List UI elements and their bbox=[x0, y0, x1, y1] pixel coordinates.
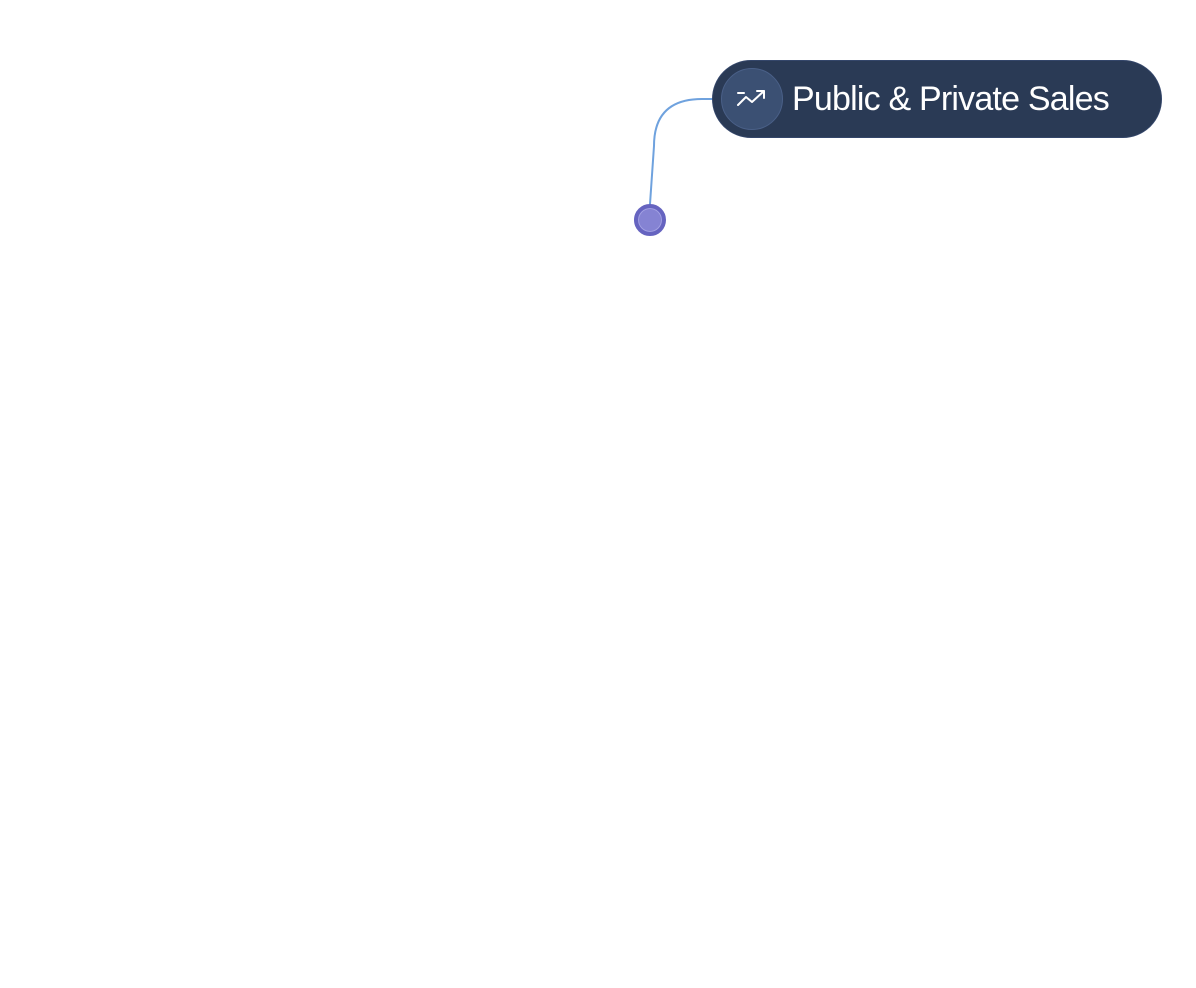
connector-path bbox=[649, 98, 715, 205]
node-public-private-sales[interactable]: Public & Private Sales bbox=[712, 60, 1162, 138]
trending-up-icon bbox=[721, 68, 783, 130]
trending-up-glyph bbox=[737, 90, 765, 106]
node-label: Public & Private Sales bbox=[792, 80, 1110, 118]
connector-handle[interactable] bbox=[634, 204, 666, 236]
